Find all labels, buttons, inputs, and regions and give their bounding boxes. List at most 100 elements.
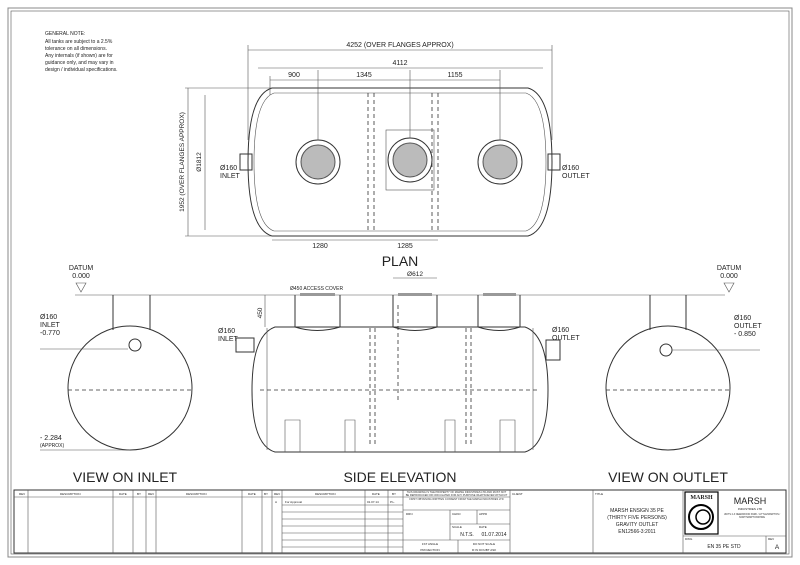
outlet-label: OUTLET	[734, 323, 762, 330]
drawing-number: EN 35 PE STD	[707, 544, 741, 550]
outlet-size: Ø160	[552, 327, 569, 334]
date-label: DATE	[479, 525, 487, 529]
inlet-level: -0.770	[40, 330, 60, 337]
col-rev: REV	[19, 492, 25, 496]
col-description: DESCRIPTION	[186, 492, 207, 496]
outlet-level: - 0.850	[734, 331, 756, 338]
scale-value: N.T.S.	[460, 532, 474, 538]
inner-border	[10, 10, 790, 555]
plan-inlet-size: Ø160	[220, 165, 237, 172]
col-rev: REV	[148, 492, 154, 496]
col-date: DATE	[119, 492, 127, 496]
dim-b: 1345	[356, 72, 372, 79]
dim-height: 1952 (OVER FLANGES APPROX)	[179, 112, 186, 212]
access-cover	[300, 293, 335, 296]
drawing-title: GRAVITY OUTLET	[616, 522, 659, 528]
drawing-title: EN12566-3:2011	[618, 529, 656, 535]
outlet-label: OUTLET	[552, 335, 580, 342]
plan-view: 4252 (OVER FLANGES APPROX) 4112 900 1345…	[179, 42, 590, 269]
rev-label: REV	[768, 537, 774, 541]
note-line: Any internals (if shown) are for	[45, 53, 113, 59]
invert-approx: (APPROX)	[40, 443, 65, 449]
company-address: UNITS 2-3 NEEDWOOD PARK / LITTLEHAMPTON …	[723, 513, 781, 519]
manhole-1	[295, 139, 341, 185]
copyright-note: THIS DRAWING IS THE PROPERTY OF MARSH IN…	[405, 491, 508, 501]
invert-level: - 2.284	[40, 435, 62, 442]
col-description: DESCRIPTION	[60, 492, 81, 496]
plan-outlet-size: Ø160	[562, 165, 579, 172]
col-rev: REV	[274, 492, 280, 496]
view-on-inlet: DATUM 0.000 Ø160 INLET -0.770 - 2.284 (A…	[40, 265, 193, 485]
revision-by: P.L.	[390, 500, 395, 504]
note-line: tolerance on all dimensions.	[45, 46, 107, 52]
projection: PROJECTION	[420, 548, 439, 552]
title-label: TITLE	[595, 492, 603, 496]
inlet-size: Ø160	[40, 314, 57, 321]
outlet-hole	[659, 343, 673, 357]
datum-value: 0.000	[72, 273, 90, 280]
inlet-hole	[128, 338, 142, 352]
dim-diameter: Ø1812	[196, 152, 203, 172]
client-label: CLIENT	[512, 492, 523, 496]
drawing-title: (THIRTY FIVE PERSONS)	[607, 515, 667, 521]
scale-label: SCALE	[452, 525, 462, 529]
date-value: 01.07.2014	[481, 532, 506, 538]
note-line: design / individual specifications.	[45, 67, 118, 73]
elevation-title: SIDE ELEVATION	[343, 469, 456, 485]
inlet-pipe	[235, 337, 255, 353]
inlet-label: INLET	[218, 336, 239, 343]
col-by: BY	[264, 492, 268, 496]
dwg-label: DWG	[685, 537, 693, 541]
plan-title: PLAN	[382, 253, 419, 269]
datum-marker	[75, 282, 87, 293]
revision-rev: A	[275, 500, 277, 504]
outlet-pipe	[545, 339, 561, 361]
appd-label: APPD	[479, 512, 488, 516]
inlet-label: INLET	[40, 322, 61, 329]
marsh-logo: MARSH	[684, 491, 719, 535]
dim-body: 4112	[392, 60, 407, 67]
note-line: guidance only, and may vary in	[45, 60, 114, 66]
drn-label: DRN	[406, 512, 413, 516]
inlet-size: Ø160	[218, 328, 235, 335]
dim-e: 1285	[397, 243, 413, 250]
manhole-2	[385, 129, 435, 191]
dim-450: 450	[257, 307, 264, 318]
turret-dia: Ø612	[407, 271, 423, 278]
view-on-outlet: DATUM 0.000 Ø160 OUTLET - 0.850 VIEW ON …	[605, 265, 762, 485]
dim-c: 1155	[447, 72, 462, 79]
dim-a: 900	[288, 72, 300, 79]
note-line: All tanks are subject to a 2.5%	[45, 39, 113, 45]
company-sub: INDUSTRIES LTD	[738, 507, 763, 511]
access-cover	[483, 293, 516, 296]
plan-outlet-label: OUTLET	[562, 173, 590, 180]
general-note: GENERAL NOTE: All tanks are subject to a…	[45, 31, 118, 73]
datum-value: 0.000	[720, 273, 738, 280]
datum-label: DATUM	[69, 265, 94, 272]
datum-marker	[723, 282, 735, 293]
dim-overall: 4252 (OVER FLANGES APPROX)	[346, 42, 453, 49]
revision-value: A	[775, 544, 780, 551]
view-outlet-title: VIEW ON OUTLET	[608, 469, 728, 485]
chkd-label: CHKD	[452, 512, 461, 516]
plan-outlet-pipe	[547, 153, 561, 171]
revision-description: For Approval	[285, 500, 302, 504]
access-cover-label: Ø450 ACCESS COVER	[290, 286, 343, 292]
col-description: DESCRIPTION	[315, 492, 336, 496]
if-in-doubt: IF IN DOUBT ASK	[472, 548, 496, 552]
first-angle: 1ST ANGLE	[422, 542, 438, 546]
title-block: REV DESCRIPTION DATE BY REV DESCRIPTION …	[13, 489, 787, 554]
datum-label: DATUM	[717, 265, 742, 272]
revision-date: 01.07.14	[367, 500, 379, 504]
dim-d: 1280	[312, 243, 328, 250]
outlet-size: Ø160	[734, 315, 751, 322]
col-by: BY	[392, 492, 396, 496]
col-date: DATE	[248, 492, 256, 496]
side-elevation: Ø612 Ø450 ACCESS COVER 450 Ø160 INLET Ø1…	[218, 271, 580, 485]
note-title: GENERAL NOTE:	[45, 31, 85, 37]
do-not-scale: DO NOT SCALE	[473, 542, 495, 546]
plan-inlet-pipe	[239, 153, 253, 171]
col-by: BY	[137, 492, 141, 496]
manhole-3	[477, 139, 523, 185]
